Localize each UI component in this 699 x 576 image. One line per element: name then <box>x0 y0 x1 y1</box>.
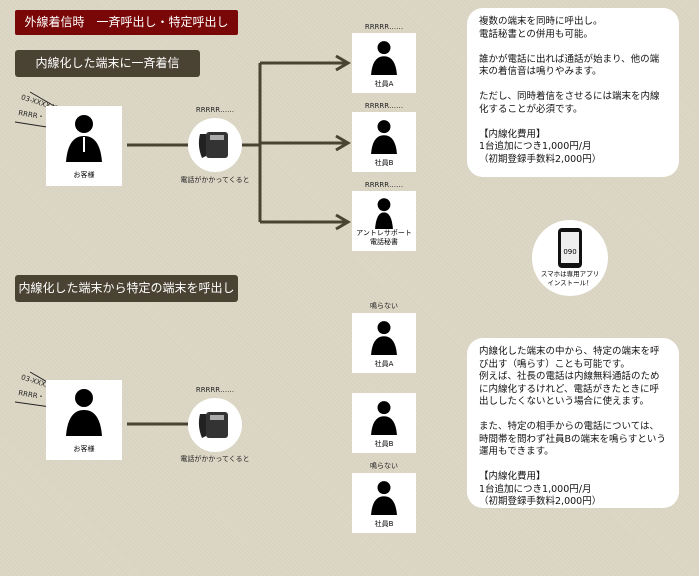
page-title: 外線着信時 一斉呼出し・特定呼出し <box>15 10 238 35</box>
employee-label: 社員B <box>374 520 394 528</box>
secretary-label: アントレサポート 電話秘書 <box>356 229 412 246</box>
person-icon <box>66 115 102 162</box>
customer-card: お客様 <box>46 106 122 186</box>
phone-ring: RRRRR…… <box>195 106 235 114</box>
person-icon <box>66 389 102 436</box>
person-icon <box>371 481 397 515</box>
smartphone-label: スマホは専用アプリ インストール！ <box>540 270 600 287</box>
employee-label: 社員A <box>374 360 394 368</box>
employee-card: 社員A <box>352 33 416 93</box>
employee-ring: RRRRR…… <box>364 102 404 110</box>
woman-icon <box>375 198 393 229</box>
employee-label: 社員B <box>374 159 394 167</box>
desk-phone-icon <box>188 398 242 452</box>
employee-ring: RRRRR…… <box>364 23 404 31</box>
employee-ring: RRRRR…… <box>364 181 404 189</box>
person-icon <box>371 401 397 435</box>
section1-heading: 内線化した端末に一斉着信 <box>15 50 200 77</box>
smartphone-number: 090 <box>561 232 579 263</box>
customer-card: お客様 <box>46 380 122 460</box>
employee-ring: 鳴らない <box>370 302 398 310</box>
phone-ring: RRRRR…… <box>195 386 235 394</box>
secretary-card: アントレサポート 電話秘書 <box>352 191 416 251</box>
person-icon <box>371 120 397 154</box>
person-icon <box>371 321 397 355</box>
customer-label: お客様 <box>73 171 95 179</box>
person-icon <box>371 41 397 75</box>
employee-label: 社員A <box>374 80 394 88</box>
smartphone-badge: 090 スマホは専用アプリ インストール！ <box>532 220 608 296</box>
employee-card: 社員B <box>352 112 416 172</box>
smartphone-icon: 090 <box>558 228 582 268</box>
section2-heading: 内線化した端末から特定の端末を呼出し <box>15 275 238 302</box>
employee-ring: 鳴らない <box>370 462 398 470</box>
employee-card: 社員B <box>352 393 416 453</box>
desk-phone-icon <box>188 118 242 172</box>
employee-card: 社員A <box>352 313 416 373</box>
customer-label: お客様 <box>73 445 95 453</box>
employee-card: 社員B <box>352 473 416 533</box>
section2-note: 内線化した端末の中から、特定の端末を呼び出す（鳴らす）ことも可能です。 例えば、… <box>467 338 679 508</box>
employee-label: 社員B <box>374 440 394 448</box>
phone-label: 電話がかかってくると <box>180 455 250 463</box>
section1-note: 複数の端末を同時に呼出し。 電話秘書との併用も可能。 誰かが電話に出れば通話が始… <box>467 8 679 177</box>
phone-label: 電話がかかってくると <box>180 176 250 184</box>
